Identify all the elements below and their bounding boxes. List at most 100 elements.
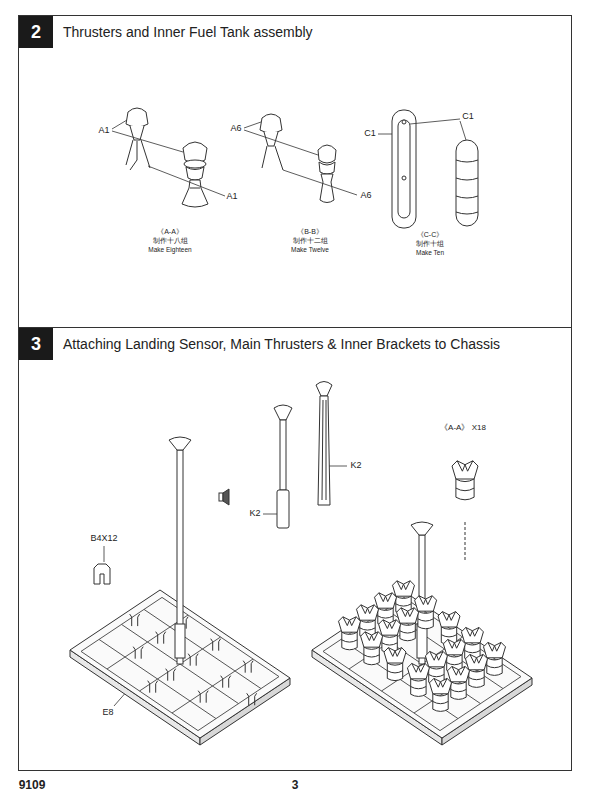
thruster-body <box>411 679 426 697</box>
thruster-crown <box>443 639 465 654</box>
thruster-band <box>360 628 375 630</box>
thruster-legs <box>126 140 150 170</box>
part-label: A1 <box>226 192 237 202</box>
thruster-band <box>447 663 462 665</box>
leader-line <box>148 166 225 196</box>
thruster-crown <box>448 639 461 648</box>
frame-pin <box>402 176 406 180</box>
inner-bracket <box>221 676 231 688</box>
part-label: A6 <box>360 191 371 201</box>
thruster-crown <box>415 596 437 611</box>
thruster-crown <box>488 642 501 651</box>
inner-bracket <box>211 639 221 651</box>
landing-sensor <box>175 624 185 658</box>
thruster-body <box>487 658 502 676</box>
main-thruster <box>339 617 361 650</box>
thruster-ring <box>184 160 206 168</box>
thruster-crown <box>425 651 447 666</box>
thruster-band <box>465 651 480 653</box>
thruster-ring <box>319 162 335 174</box>
thruster-band <box>441 635 456 637</box>
thruster-crown <box>419 596 432 605</box>
inner-bracket <box>198 691 208 703</box>
thruster-band <box>487 666 502 668</box>
instruction-text: Make Eighteen <box>148 246 191 253</box>
thruster-crown <box>383 620 396 629</box>
thruster-body <box>387 663 402 681</box>
landing-sensor-k2 <box>274 382 332 529</box>
thruster-crown <box>430 678 452 693</box>
thruster-band <box>396 604 411 606</box>
leader-line <box>244 122 261 128</box>
thruster-band <box>429 675 444 677</box>
sensor-slot <box>322 400 326 500</box>
thruster-crown <box>407 663 429 678</box>
thruster-legs <box>262 146 283 170</box>
set-label: 《A-A》 <box>157 228 183 236</box>
inner-bracket <box>130 614 140 626</box>
placement-line <box>465 522 466 560</box>
thruster-bell <box>126 108 148 127</box>
leader-line <box>263 514 277 515</box>
part-label: K2 <box>249 509 260 519</box>
instruction-text: 制作十组 <box>416 240 444 247</box>
page-number: 3 <box>292 779 299 792</box>
thruster-band <box>411 687 426 689</box>
leader-line <box>378 134 392 135</box>
instruction-text: Make Ten <box>416 249 444 256</box>
thruster-body <box>400 623 415 641</box>
bracket-part <box>94 564 110 584</box>
thruster-crown <box>412 663 425 672</box>
thruster-crown <box>401 608 414 617</box>
frame-pin <box>402 120 406 124</box>
sensor-sleeve <box>277 490 289 528</box>
chassis-rib <box>144 609 261 688</box>
thruster-head <box>318 145 336 163</box>
thruster-body <box>469 670 484 688</box>
leader-line <box>112 120 127 129</box>
thruster-body <box>456 479 474 500</box>
tank-frame-slot <box>398 120 410 218</box>
step-number: 3 <box>19 328 53 360</box>
step-number: 2 <box>19 16 53 48</box>
thruster-exploded <box>452 461 478 560</box>
set-label: 《A-A》 X18 <box>440 424 486 433</box>
thruster-band <box>378 616 393 618</box>
sensor-cup <box>274 405 292 420</box>
thruster-body <box>364 647 379 665</box>
thruster-crown <box>388 648 401 657</box>
inner-bracket <box>166 669 176 681</box>
thruster-crown <box>452 461 478 479</box>
thruster-a1-parts <box>126 108 208 207</box>
step-title: Thrusters and Inner Fuel Tank assembly <box>63 24 313 40</box>
thruster-neck <box>130 126 144 140</box>
thruster-crown <box>361 605 374 614</box>
thruster-crown <box>484 642 506 657</box>
part-label: C1 <box>462 112 474 122</box>
thruster-crown <box>434 678 447 687</box>
inner-bracket <box>243 661 253 673</box>
direction-symbol <box>223 489 229 505</box>
inner-bracket <box>247 693 257 705</box>
thruster-band <box>418 619 433 621</box>
set-label: 《C-C》 <box>417 231 443 239</box>
sensor-rod <box>280 420 286 490</box>
thruster-band <box>456 488 474 491</box>
thruster-crown <box>397 608 419 623</box>
inner-bracket <box>188 654 198 666</box>
thruster-body <box>342 632 357 650</box>
part-label: A6 <box>230 124 241 134</box>
thruster-crown <box>361 632 383 647</box>
thruster-crown <box>375 593 397 608</box>
thruster-band <box>469 678 484 680</box>
direction-symbol <box>219 493 223 501</box>
thruster-body <box>433 694 448 712</box>
thruster-band <box>190 188 200 189</box>
thruster-band <box>382 643 397 645</box>
kit-number: 9109 <box>19 779 46 792</box>
bracket-b4 <box>94 564 110 584</box>
thruster-crown <box>457 461 473 471</box>
main-thruster <box>361 632 383 665</box>
instruction-text: Make Twelve <box>291 246 329 253</box>
inner-bracket <box>133 647 143 659</box>
